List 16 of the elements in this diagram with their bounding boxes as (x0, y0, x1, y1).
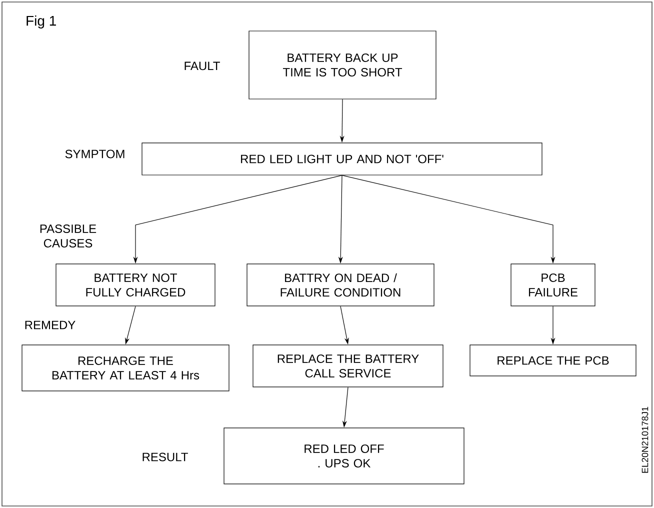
stage-label: SYMPTOM (65, 150, 124, 158)
stage-label: REMEDY (25, 320, 76, 330)
process-box: RECHARGE THE BATTERY AT LEAST 4 Hrs (22, 344, 230, 392)
stage-label: PASSIBLE CAUSES (40, 224, 96, 248)
stage-label: FAULT (184, 62, 220, 70)
process-box: REPLACE THE PCB (470, 344, 636, 376)
process-box: RED LED LIGHT UP AND NOT 'OFF' (142, 142, 542, 176)
process-box: RED LED OFF . UPS OK (224, 428, 464, 484)
figure-title: Fig 1 (26, 15, 56, 28)
process-box: BATTERY BACK UP TIME IS TOO SHORT (248, 30, 436, 100)
stage-label: RESULT (142, 452, 188, 462)
process-box: BATTRY ON DEAD / FAILURE CONDITION (246, 264, 434, 306)
process-box: BATTERY NOT FULLY CHARGED (56, 264, 216, 306)
process-box: REPLACE THE BATTERY CALL SERVICE (252, 344, 444, 388)
figure-code: EL20N210178J1 (642, 406, 648, 473)
process-box: PCB FAILURE (510, 264, 596, 306)
